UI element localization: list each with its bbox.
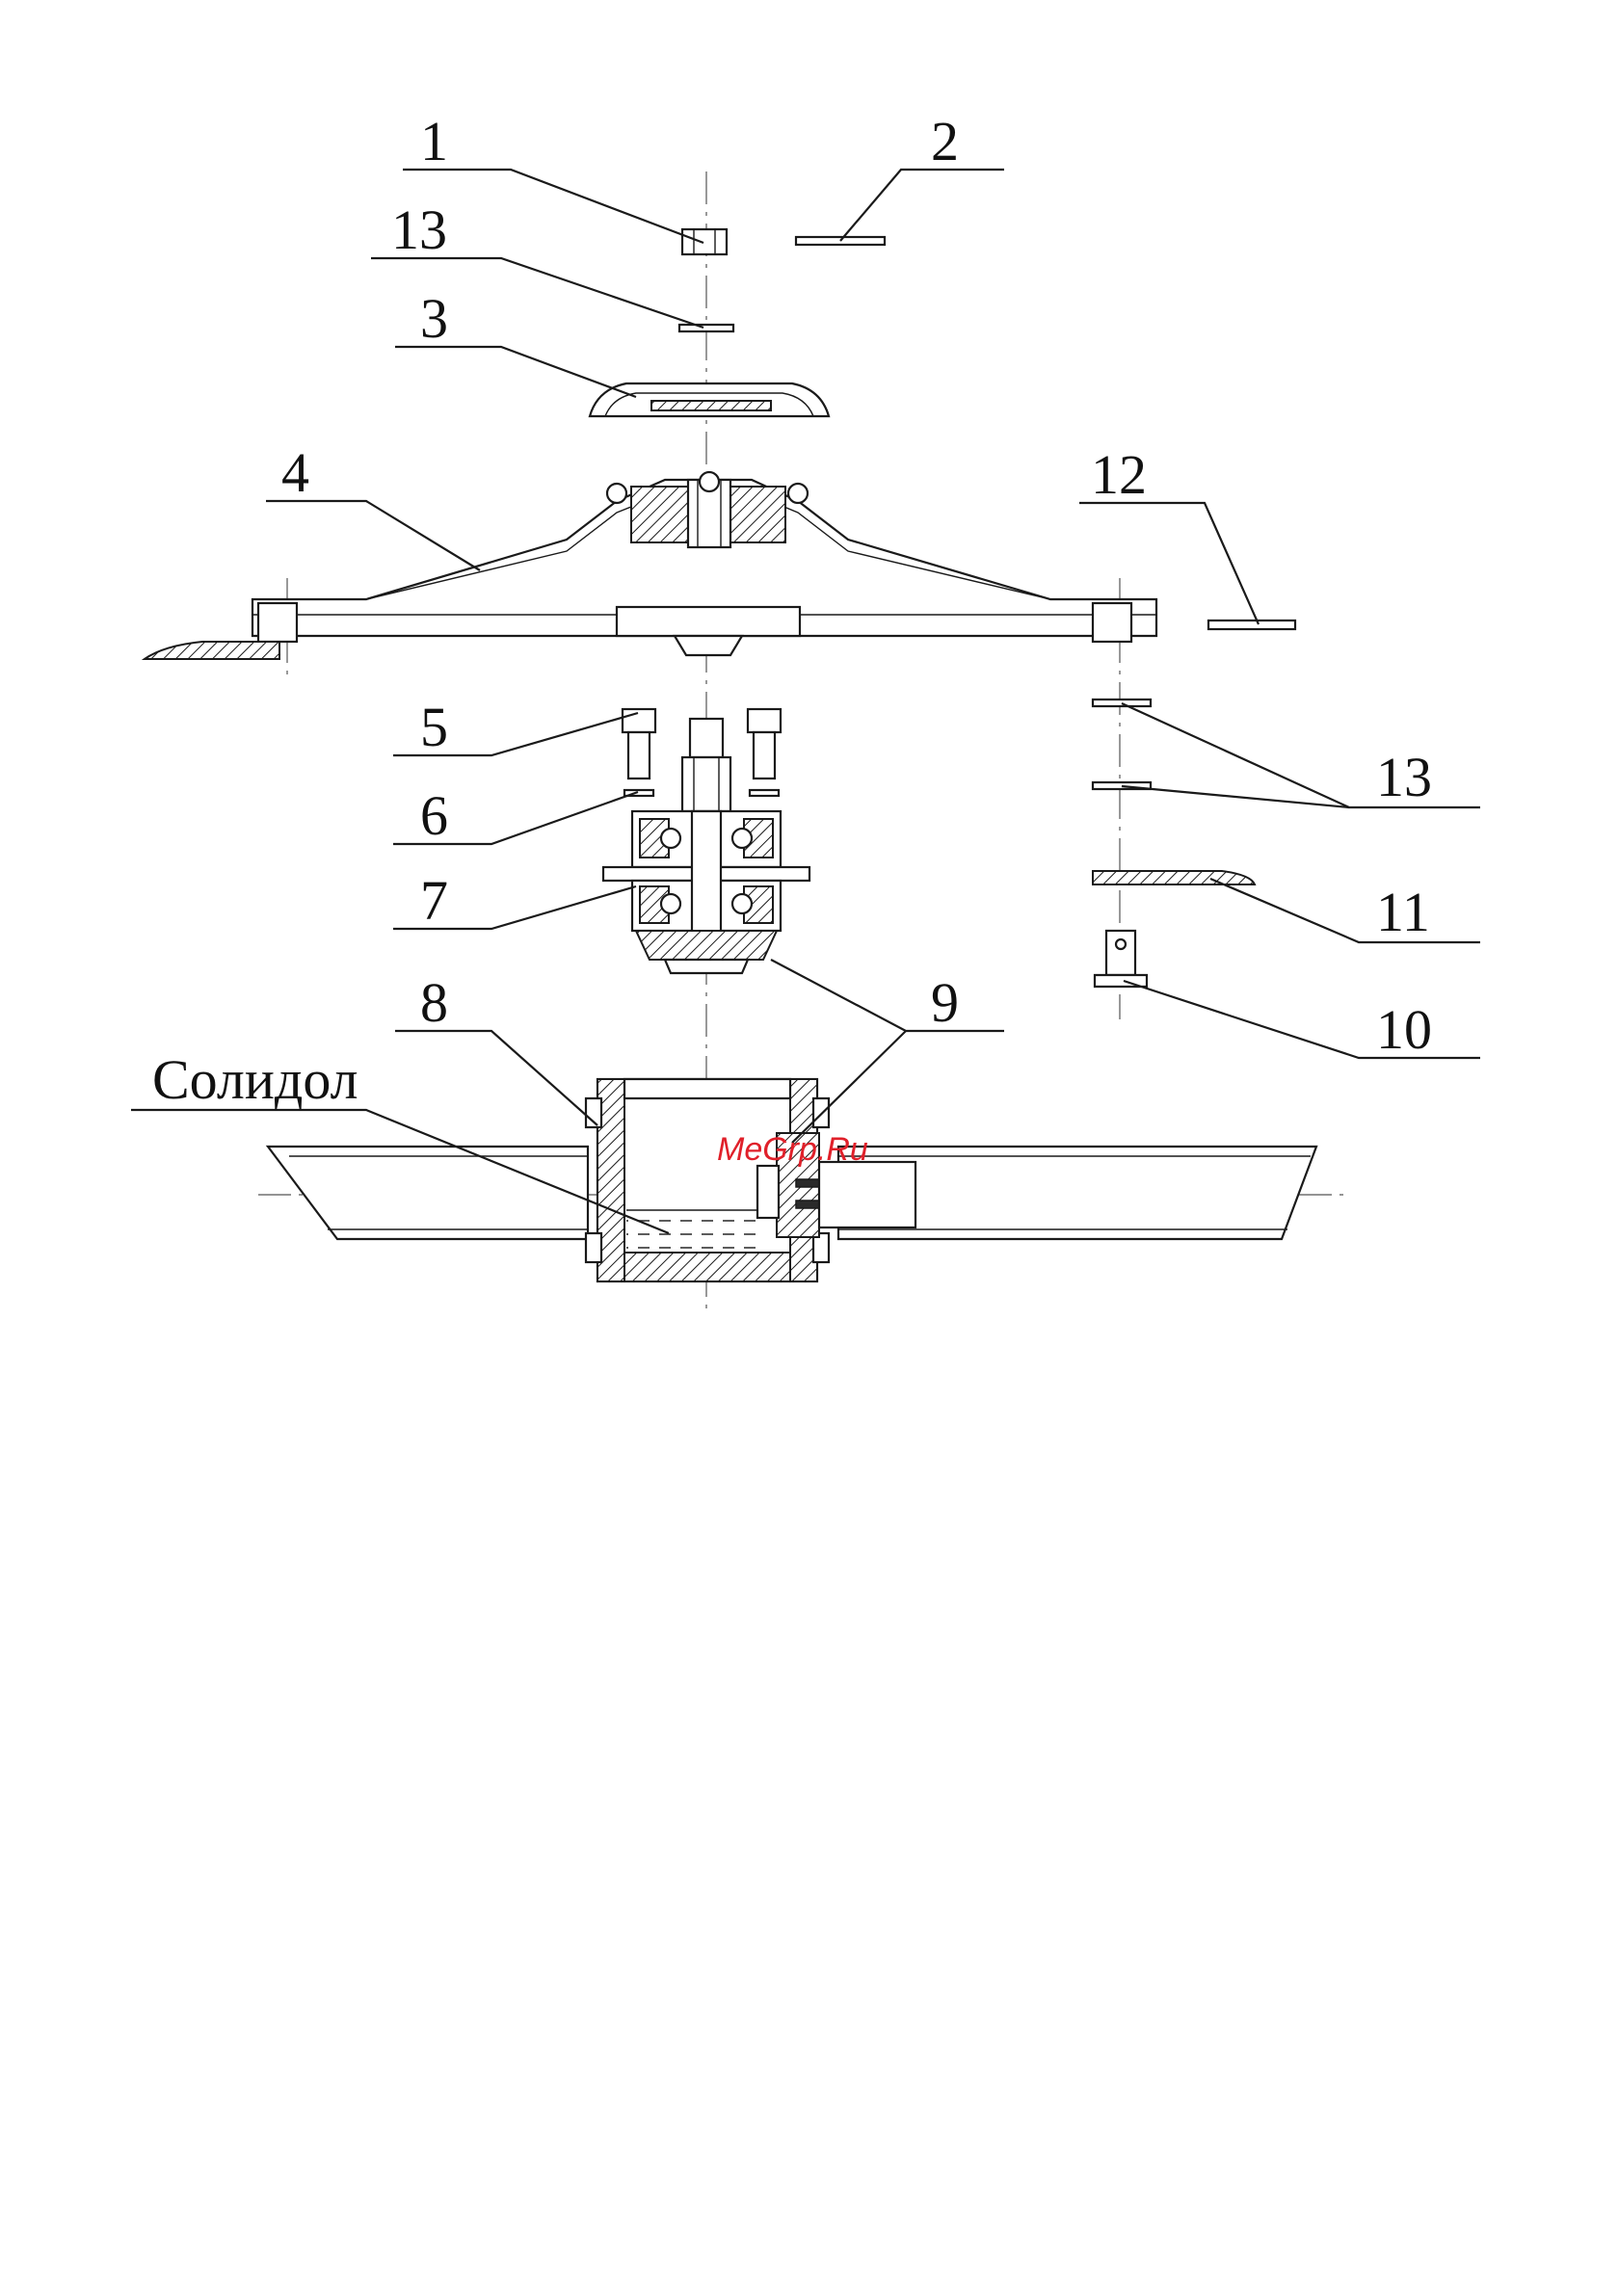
part-3-cap [590, 383, 829, 416]
leader-13-right-b [1122, 786, 1349, 807]
callout-9: 9 [931, 971, 959, 1034]
leader-4 [266, 501, 480, 570]
callout-11: 11 [1376, 881, 1430, 943]
leader-3 [395, 347, 636, 397]
callout-8: 8 [420, 971, 448, 1034]
part-11-blade [1093, 871, 1255, 884]
callout-grease: Солидол [152, 1048, 358, 1111]
callout-10: 10 [1376, 998, 1432, 1061]
callout-5: 5 [420, 696, 448, 758]
part-10-pin [1095, 931, 1147, 987]
leader-1 [403, 170, 703, 243]
part-13-washer-top [679, 325, 733, 331]
leader-11 [1210, 879, 1480, 942]
part-12-blade [1208, 620, 1295, 629]
callout-6: 6 [420, 784, 448, 847]
callout-13-right: 13 [1376, 746, 1432, 808]
callout-13-top: 13 [391, 198, 447, 261]
grease-region [626, 1210, 763, 1251]
part-1-nut [682, 229, 727, 254]
callout-12: 12 [1091, 443, 1147, 506]
callout-4: 4 [281, 441, 309, 504]
callout-3: 3 [420, 287, 448, 350]
part-9-bevel-gear-upper [636, 931, 777, 973]
callout-7: 7 [420, 869, 448, 932]
watermark-text: MeGrp.Ru [717, 1131, 868, 1168]
callout-1: 1 [420, 110, 448, 172]
leader-8 [395, 1031, 597, 1125]
leader-2 [840, 170, 1004, 241]
callout-2: 2 [931, 110, 959, 172]
leader-9-upper [771, 960, 1004, 1031]
